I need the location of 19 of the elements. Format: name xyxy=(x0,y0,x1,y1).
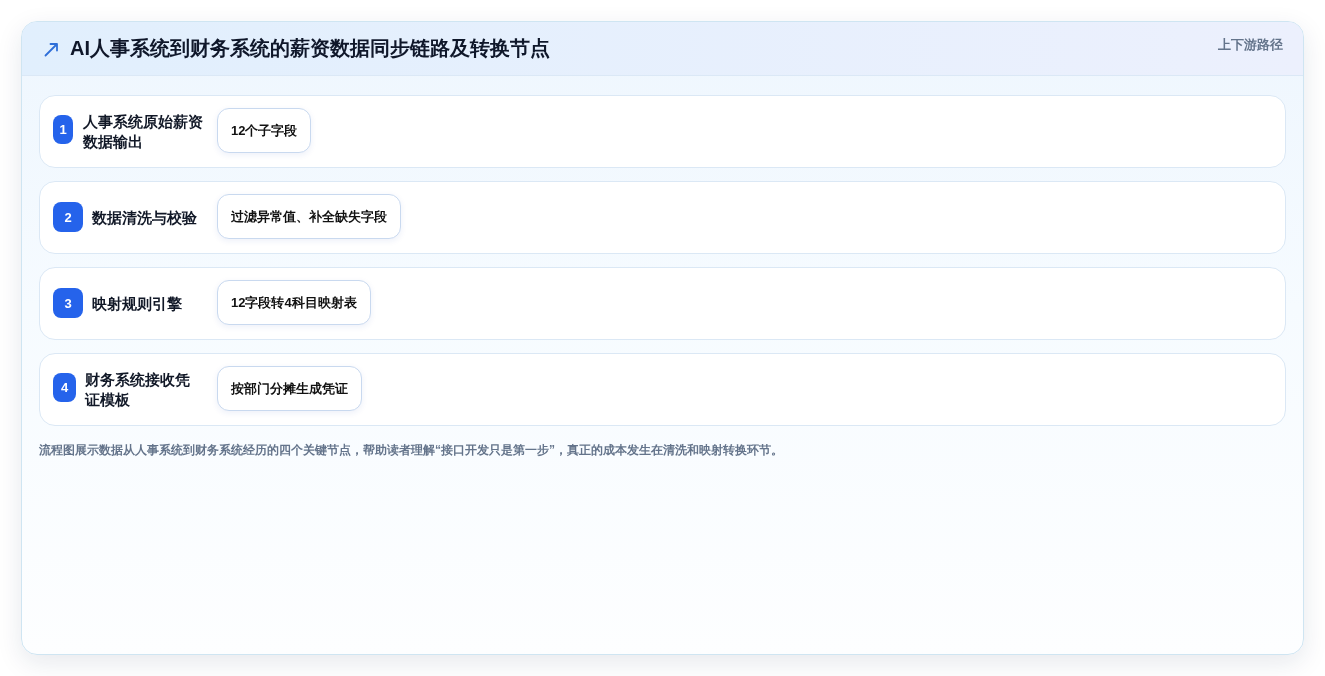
detail-chip: 12字段转4科目映射表 xyxy=(217,280,371,325)
header-note: 上下游路径 xyxy=(1218,37,1283,53)
caption-text: 流程图展示数据从人事系统到财务系统经历的四个关键节点，帮助读者理解“接口开发只是第一步”，真正的成本发生在清洗和映射转换环节。 xyxy=(39,442,783,458)
number-badge: 3 xyxy=(53,288,83,318)
step-title: 人事系统原始薪资数据输出 xyxy=(83,112,204,152)
detail-chip: 过滤异常值、补全缺失字段 xyxy=(217,194,401,239)
step-row xyxy=(39,181,1286,254)
step-row xyxy=(39,267,1286,340)
step-row xyxy=(39,95,1286,168)
number-badge: 2 xyxy=(53,202,83,232)
detail-chip: 按部门分摊生成凭证 xyxy=(217,366,362,411)
step-title: 映射规则引擎 xyxy=(92,294,183,314)
step-title: 数据清洗与校验 xyxy=(92,208,198,228)
step-title: 财务系统接收凭证模板 xyxy=(85,370,191,410)
number-badge: 1 xyxy=(53,115,73,144)
step-row xyxy=(39,353,1286,426)
number-badge: 4 xyxy=(53,373,76,402)
diagram-title: AI人事系统到财务系统的薪资数据同步链路及转换节点 xyxy=(70,36,550,60)
detail-chip: 12个子字段 xyxy=(217,108,312,153)
